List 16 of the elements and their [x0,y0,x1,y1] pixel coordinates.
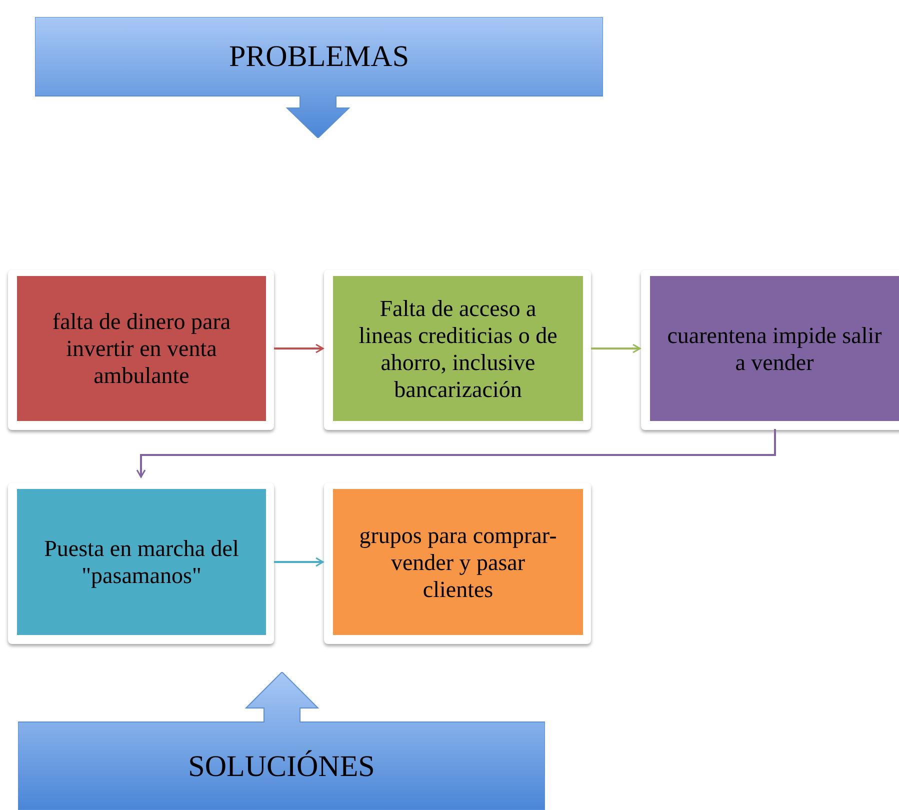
box-text: cuarentena impide salir a vender [666,322,883,376]
box-text: Falta de acceso a lineas crediticias o de ahorro, inclusive bancarización [358,294,558,402]
arrow [136,429,776,478]
arrow [591,344,641,354]
arrow [274,344,324,354]
process-box [17,489,266,635]
process-box [17,276,266,421]
process-box [333,489,583,635]
callout-title: PROBLEMAS [228,39,410,75]
box-text: Puesta en marcha del "pasamanos" [43,535,240,589]
box-text: falta de dinero para invertir en venta ambulante [51,308,232,389]
process-box [650,276,899,421]
process-box [333,276,583,421]
arrow [274,557,324,567]
box-text: grupos para comprar-vender y pasar clientes [358,522,558,602]
callout-title: SOLUCIÓNES [188,748,375,784]
